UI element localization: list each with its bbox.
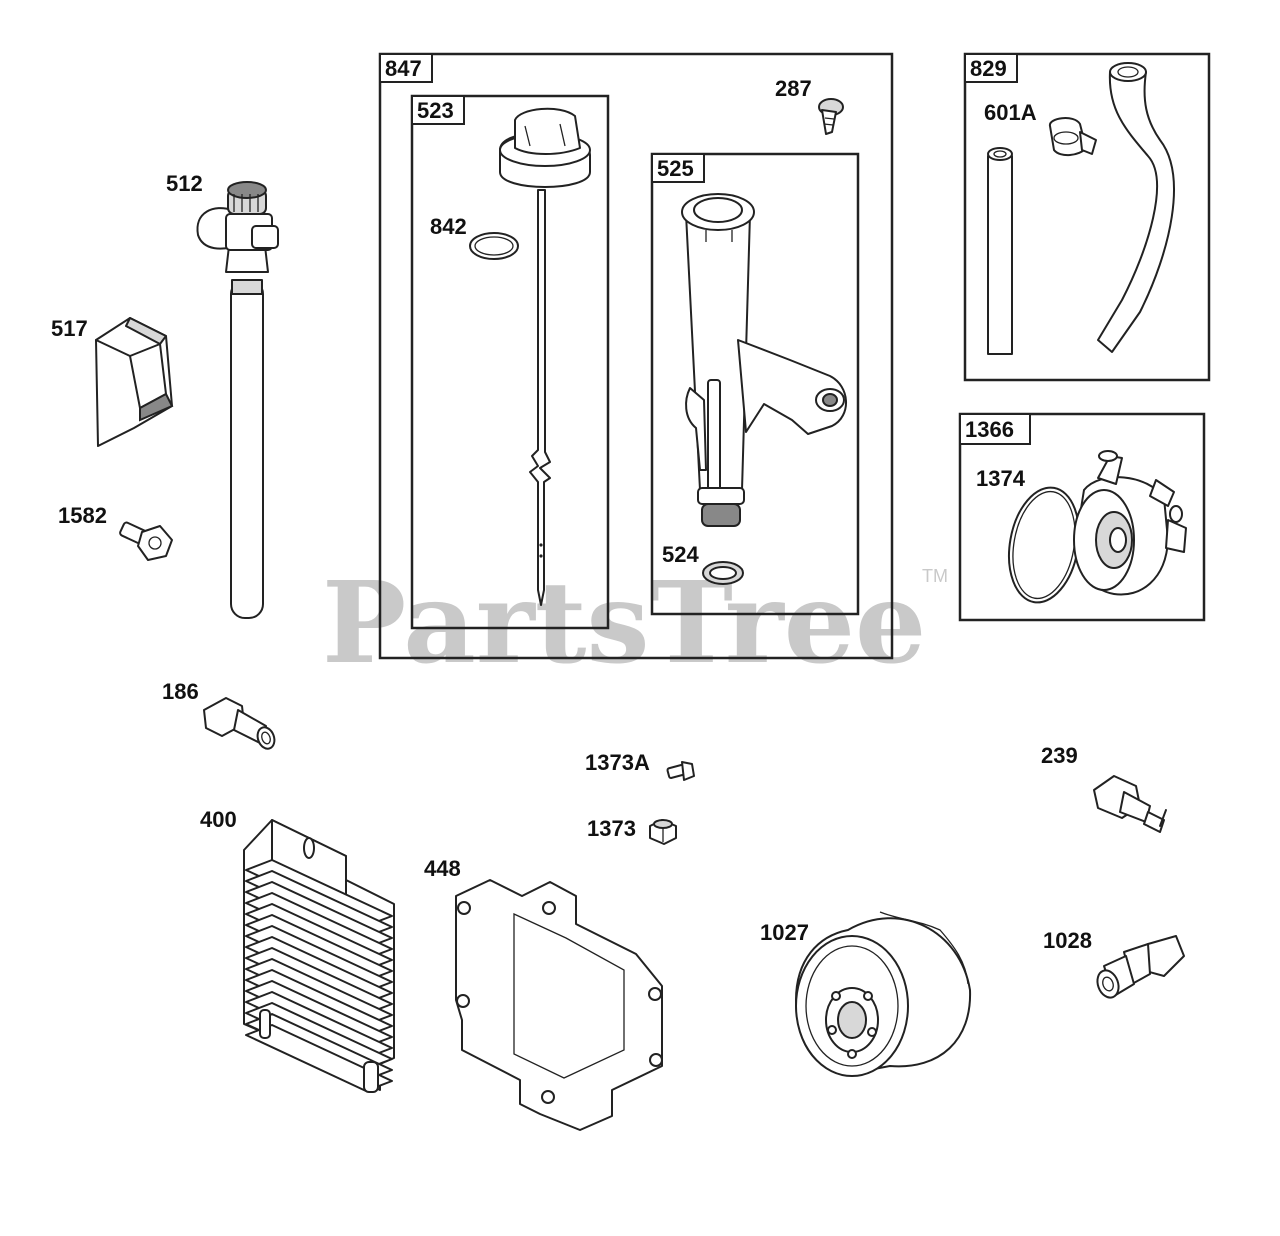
part-label-400[interactable]: 400 <box>200 807 237 832</box>
part-400-oil-cooler[interactable] <box>243 819 395 1093</box>
part-1366-adapter[interactable] <box>1000 450 1187 608</box>
part-label-1582[interactable]: 1582 <box>58 503 107 528</box>
part-186-fitting[interactable] <box>203 697 277 751</box>
part-448-bracket[interactable] <box>455 879 663 1131</box>
part-517-clip[interactable] <box>95 317 174 447</box>
part-label-842[interactable]: 842 <box>430 214 467 239</box>
part-829-hose-kit[interactable] <box>987 62 1175 355</box>
part-label-524[interactable]: 524 <box>662 542 699 567</box>
part-524-washer[interactable] <box>702 561 744 585</box>
kit-box-847: 847 <box>378 52 894 660</box>
watermark-trademark: TM <box>922 566 948 586</box>
part-842-o-ring[interactable] <box>469 232 519 260</box>
part-287-screw[interactable] <box>818 98 844 135</box>
kit-box-1366: 1366 <box>958 412 1206 622</box>
kit-box-525: 525 <box>650 152 860 616</box>
kit-box-523: 523 <box>410 94 610 630</box>
part-label-601A[interactable]: 601A <box>984 100 1037 125</box>
part-label-448[interactable]: 448 <box>424 856 461 881</box>
part-label-1027[interactable]: 1027 <box>760 920 809 945</box>
kit-label-1366: 1366 <box>965 417 1014 442</box>
kit-box-829: 829 <box>963 52 1211 382</box>
part-label-512[interactable]: 512 <box>166 171 203 196</box>
kit-label-829: 829 <box>970 56 1007 81</box>
part-1582-bolt[interactable] <box>119 521 173 561</box>
part-label-1373[interactable]: 1373 <box>587 816 636 841</box>
part-1373-plug[interactable] <box>649 819 677 845</box>
part-label-186[interactable]: 186 <box>162 679 199 704</box>
part-label-517[interactable]: 517 <box>51 316 88 341</box>
part-239-pressure-switch[interactable] <box>1093 775 1167 833</box>
part-label-1374[interactable]: 1374 <box>976 466 1026 491</box>
part-label-1373A[interactable]: 1373A <box>585 750 650 775</box>
kit-label-523: 523 <box>417 98 454 123</box>
kit-label-525: 525 <box>657 156 694 181</box>
part-1028-fitting[interactable] <box>1094 935 1185 1001</box>
part-label-1028[interactable]: 1028 <box>1043 928 1092 953</box>
part-512-dipstick-tube[interactable] <box>196 181 279 619</box>
part-1373A-bolt[interactable] <box>666 761 695 781</box>
part-1027-oil-filter[interactable] <box>795 911 972 1077</box>
kit-label-847: 847 <box>385 56 422 81</box>
part-523-dipstick[interactable] <box>499 107 591 606</box>
watermark-text: PartsTree <box>322 558 926 689</box>
part-525-fill-tube[interactable] <box>681 193 847 527</box>
part-label-239[interactable]: 239 <box>1041 743 1078 768</box>
part-label-287[interactable]: 287 <box>775 76 812 101</box>
